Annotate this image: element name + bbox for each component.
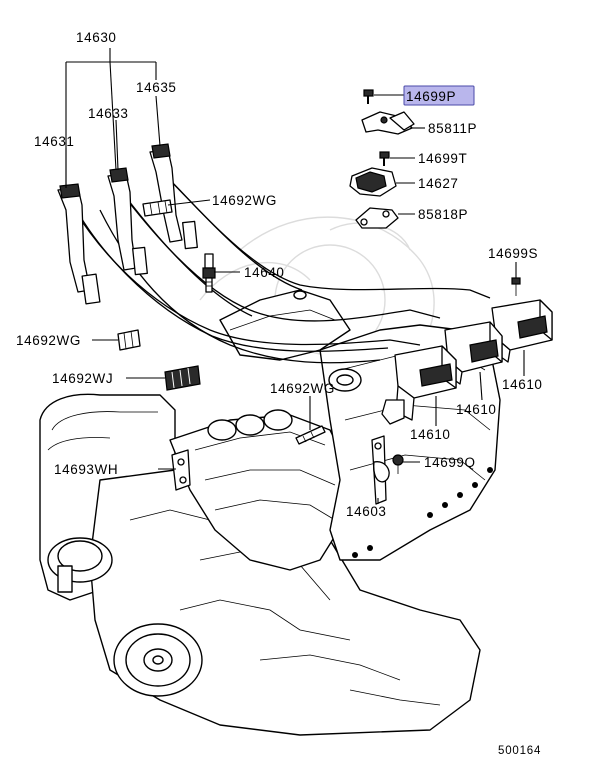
wire-clip-14692wg-mid: [295, 425, 326, 445]
bolt-14699t: [379, 151, 390, 166]
figure-number: 500164: [498, 745, 541, 757]
bracket-14603: [371, 435, 390, 505]
callout-labels: 14630 14635 14633 14631 14692WG 14640 14…: [16, 30, 543, 757]
callout-14603[interactable]: 14603: [346, 504, 387, 519]
callout-14699q[interactable]: 14699Q: [424, 455, 476, 470]
sensor-85811p: [361, 111, 415, 135]
bolt-14699p: [363, 89, 374, 104]
leader-lines: [65, 48, 525, 504]
engine-block: [39, 289, 501, 736]
callout-14610-a[interactable]: 14610: [502, 377, 543, 392]
callout-14692wg-top[interactable]: 14692WG: [212, 193, 277, 208]
callout-14631[interactable]: 14631: [34, 134, 75, 149]
callout-85818p[interactable]: 85818P: [418, 207, 468, 222]
sensor-14627: [349, 167, 397, 197]
bracket-85818p: [355, 207, 399, 229]
wire-clip-14692wj: [164, 365, 201, 391]
callout-85811p[interactable]: 85811P: [428, 121, 477, 136]
wire-clip-14692wg-left: [117, 329, 141, 351]
callout-14699t[interactable]: 14699T: [418, 151, 467, 166]
callout-14633[interactable]: 14633: [88, 106, 129, 121]
callout-14699s[interactable]: 14699S: [488, 246, 538, 261]
callout-14640[interactable]: 14640: [244, 265, 285, 280]
wire-clip-14692wg-top: [142, 199, 173, 217]
callout-14692wg-mid[interactable]: 14692WG: [270, 381, 335, 396]
bolt-14699q: [392, 454, 404, 474]
callout-14692wj[interactable]: 14692WJ: [52, 371, 113, 386]
callout-14610-c[interactable]: 14610: [410, 427, 451, 442]
spark-plug-14640: [202, 253, 216, 293]
plug-boot-14633: [107, 167, 148, 276]
bolt-14699s: [511, 277, 521, 296]
ignition-coil-14610-front: [381, 345, 457, 425]
highlight-14699p: [403, 85, 475, 106]
plug-boot-14631: [57, 183, 101, 305]
callout-14635[interactable]: 14635: [136, 80, 177, 95]
spark-plug-wires: [67, 169, 491, 364]
callout-14610-b[interactable]: 14610: [456, 402, 497, 417]
callout-14692wg-left[interactable]: 14692WG: [16, 333, 81, 348]
plug-boot-14635: [149, 143, 198, 250]
callout-14699p[interactable]: 14699P: [406, 89, 456, 104]
callout-14630[interactable]: 14630: [76, 30, 117, 45]
callout-14627[interactable]: 14627: [418, 176, 459, 191]
callout-14693wh[interactable]: 14693WH: [54, 462, 118, 477]
bracket-14693wh: [171, 449, 191, 491]
